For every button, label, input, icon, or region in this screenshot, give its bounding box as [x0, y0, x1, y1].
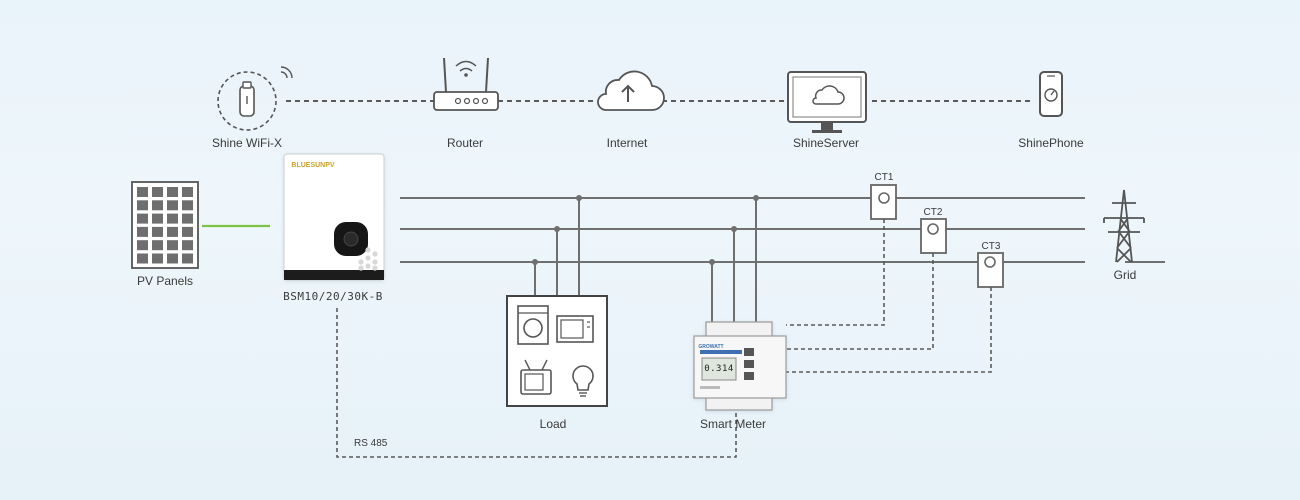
- ct1-sensor: [870, 184, 897, 220]
- pv-cell: [182, 200, 193, 211]
- pv-cell: [182, 226, 193, 237]
- pv-cell: [152, 213, 163, 224]
- pv-cell: [152, 200, 163, 211]
- inverter-icon: [283, 153, 385, 281]
- meter-reading-label: 0.314: [704, 364, 734, 374]
- inverter-vent-dot: [358, 259, 364, 265]
- pv-cell: [167, 213, 178, 224]
- pv-cell: [152, 226, 163, 237]
- server-label: ShineServer: [792, 136, 860, 150]
- ct2-label: CT2: [923, 207, 943, 218]
- pv-cell: [167, 253, 178, 264]
- pv-cell: [137, 253, 148, 264]
- router-icon: [433, 57, 499, 111]
- smart-meter-icon: [693, 321, 787, 411]
- inverter-vent-dot: [372, 251, 378, 257]
- pv-panels-icon: [131, 181, 199, 269]
- inverter-vent-dot: [365, 263, 371, 269]
- pv-cell: [167, 226, 178, 237]
- grid-bus-lines: [400, 197, 1165, 330]
- pv-cell: [137, 213, 148, 224]
- pv-cell: [137, 200, 148, 211]
- inverter-vent-dot: [365, 255, 371, 261]
- pv-cell: [182, 253, 193, 264]
- router-label: Router: [446, 136, 484, 150]
- inverter-vent-dot: [372, 265, 378, 271]
- ct-dashed-leads: [786, 219, 992, 373]
- inverter-model-label: BSM10/20/30K-B: [283, 290, 383, 303]
- pv-cell: [152, 253, 163, 264]
- wifi-label: Shine WiFi-X: [211, 136, 283, 150]
- pv-cell: [152, 187, 163, 197]
- pv-label: PV Panels: [136, 274, 194, 288]
- pv-cell: [137, 226, 148, 237]
- internet-label: Internet: [606, 136, 648, 150]
- phone-label: ShinePhone: [1018, 136, 1084, 150]
- pv-cell: [182, 187, 193, 197]
- pv-cell: [182, 240, 193, 251]
- grid-pylon-icon: [1103, 189, 1145, 263]
- pv-cell: [137, 187, 148, 197]
- inverter-vent-dot: [365, 247, 371, 253]
- pv-cell: [167, 200, 178, 211]
- inverter-brand-label: BLUESUNPV: [291, 162, 335, 169]
- load-box: [506, 295, 608, 407]
- pv-cell: [167, 187, 178, 197]
- inverter-vent-dot: [358, 265, 364, 271]
- shineserver-monitor-icon: [787, 71, 867, 133]
- pv-cell: [167, 240, 178, 251]
- shinephone-icon: [1039, 71, 1063, 117]
- junction-dots: [532, 195, 759, 265]
- ct2-sensor: [920, 218, 947, 254]
- pv-cell: [152, 240, 163, 251]
- pv-cell: [182, 213, 193, 224]
- ct1-label: CT1: [874, 172, 894, 183]
- meter-label: Smart Meter: [699, 417, 767, 431]
- internet-cloud-icon: [597, 70, 665, 111]
- inverter-vent-dot: [372, 259, 378, 265]
- rs485-label: RS 485: [354, 438, 388, 449]
- load-label: Load: [539, 417, 567, 431]
- meter-brand-label: GROWATT: [698, 344, 724, 350]
- pv-cell: [137, 240, 148, 251]
- ct3-sensor: [977, 252, 1004, 288]
- ct3-label: CT3: [981, 241, 1001, 252]
- grid-label: Grid: [1113, 268, 1137, 282]
- shine-wifi-x-icon: [217, 66, 293, 131]
